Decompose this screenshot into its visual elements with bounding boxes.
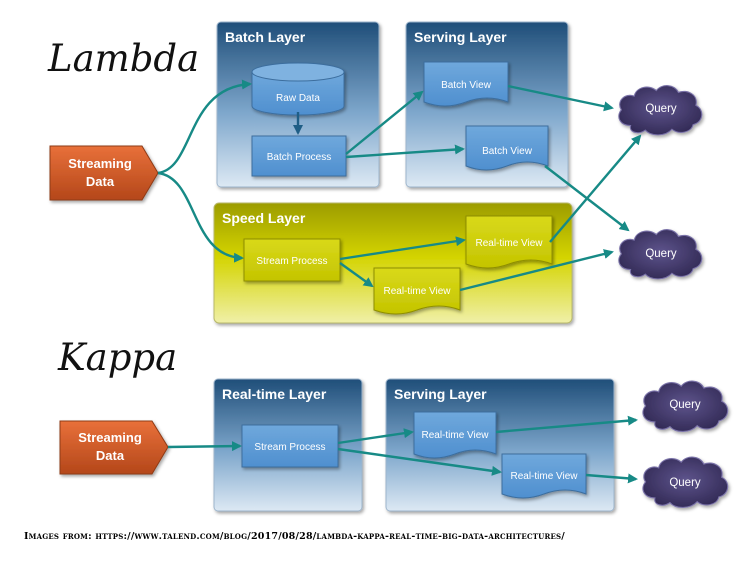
kappa-query-2: Query <box>642 456 729 509</box>
kappa-stream-process: Stream Process <box>241 424 339 468</box>
lambda-streaming-line1: Streaming <box>68 156 132 171</box>
lambda-query-2: Query <box>618 229 703 280</box>
arrow-rt2-to-query2 <box>459 249 614 292</box>
lambda-streaming-data: Streaming Data <box>49 145 159 201</box>
kappa-streaming-line1: Streaming <box>78 430 142 445</box>
speed-realtime-view-2: Real-time View <box>373 267 461 315</box>
speed-layer-title: Speed Layer <box>222 210 306 226</box>
speed-realtime-view-1-label: Real-time View <box>475 238 543 249</box>
kappa-realtime-view-1: Real-time View <box>413 411 497 459</box>
speed-stream-process: Stream Process <box>243 238 341 282</box>
lambda-title: Lambda <box>47 37 199 80</box>
arrow-kappa-stream-to-process <box>167 441 242 452</box>
kappa-realtime-view-2-label: Real-time View <box>510 471 578 482</box>
kappa-streaming-line2: Data <box>96 448 125 463</box>
batch-layer-title: Batch Layer <box>225 29 306 45</box>
kappa-title: Kappa <box>57 336 177 379</box>
kappa-query-1-label: Query <box>669 399 701 411</box>
lambda-query-1: Query <box>618 85 703 136</box>
arrow-kappa-process-to-rt2 <box>337 447 502 476</box>
kappa-stream-process-label: Stream Process <box>254 442 325 453</box>
lambda-arrows <box>157 79 642 292</box>
arrow-rt1-to-query1 <box>549 134 642 243</box>
speed-stream-process-label: Stream Process <box>256 256 327 267</box>
batch-process: Batch Process <box>251 135 347 177</box>
batch-view-1-label: Batch View <box>441 80 492 91</box>
batch-view-2-label: Batch View <box>482 146 533 157</box>
arrow-stream-to-speed <box>157 171 244 263</box>
batch-view-1: Batch View <box>423 61 509 107</box>
raw-data-store: Raw Data <box>251 62 345 116</box>
kappa-query-2-label: Query <box>669 477 701 489</box>
kappa-serving-layer-title: Serving Layer <box>394 386 487 402</box>
kappa-streaming-data: Streaming Data <box>59 420 169 475</box>
arrow-batch-to-view1 <box>345 90 424 155</box>
arrow-kappa-rt1-to-query1 <box>495 415 638 434</box>
lambda-query-1-label: Query <box>645 103 677 115</box>
source-caption: Images from: https://www.talend.com/blog… <box>24 531 565 542</box>
serving-layer-title: Serving Layer <box>414 29 507 45</box>
realtime-layer-title: Real-time Layer <box>222 386 327 402</box>
batch-view-2: Batch View <box>465 125 549 171</box>
speed-realtime-view-1: Real-time View <box>465 215 553 269</box>
kappa-query-1: Query <box>642 380 729 433</box>
arrow-view1-to-query1 <box>507 84 614 112</box>
arrow-stream-to-rt2 <box>339 262 374 288</box>
lambda-query-2-label: Query <box>645 248 677 260</box>
speed-realtime-view-2-label: Real-time View <box>383 286 451 297</box>
lambda-streaming-line2: Data <box>86 174 115 189</box>
arrow-kappa-rt2-to-query2 <box>585 473 638 484</box>
arrow-kappa-process-to-rt1 <box>337 428 414 445</box>
batch-process-label: Batch Process <box>267 152 331 163</box>
arrow-batch-to-view2 <box>345 144 465 159</box>
raw-data-label: Raw Data <box>276 93 320 104</box>
arrow-stream-to-raw <box>157 79 252 175</box>
kappa-arrows <box>167 415 638 484</box>
arrow-stream-to-rt1 <box>339 236 466 261</box>
kappa-realtime-view-1-label: Real-time View <box>421 430 489 441</box>
kappa-realtime-view-2: Real-time View <box>501 453 587 499</box>
